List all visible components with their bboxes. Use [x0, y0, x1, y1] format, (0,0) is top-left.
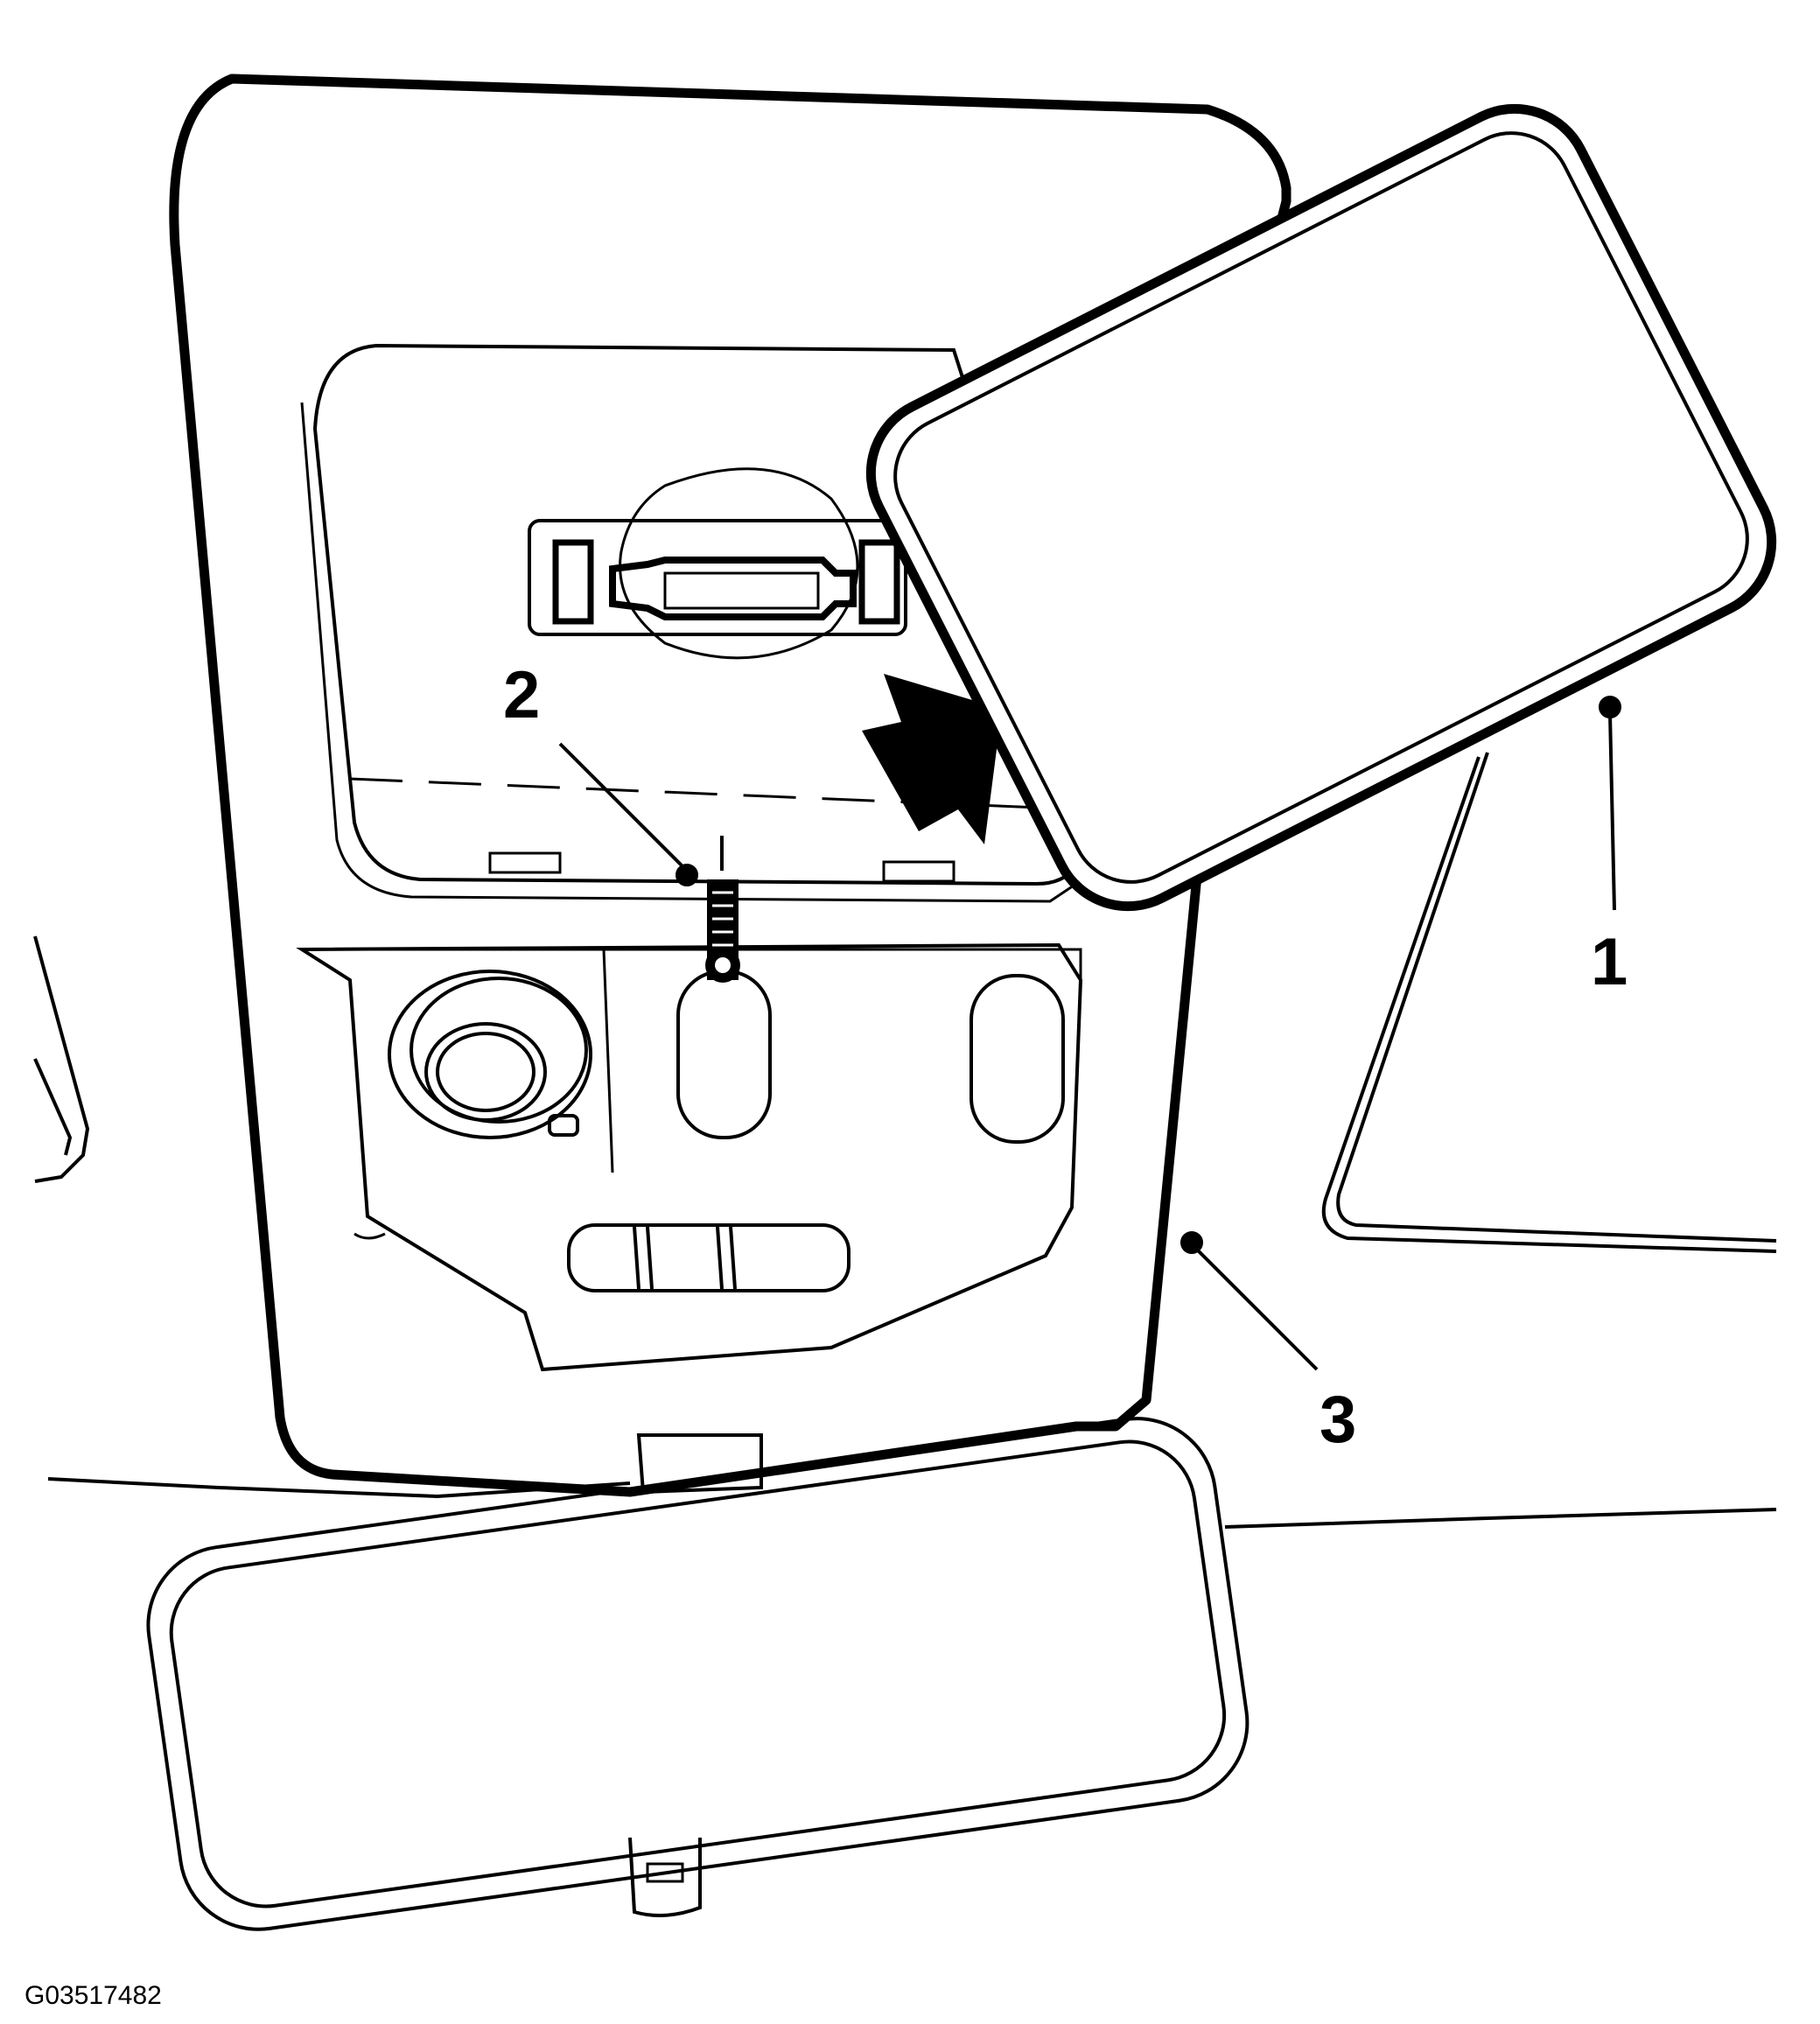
figure-id: G03517482 — [24, 1981, 162, 2010]
bulb-assembly — [528, 467, 907, 660]
windshield-left-edge — [33, 935, 90, 1183]
round-socket — [388, 970, 592, 1139]
callout-label-1: 1 — [1591, 925, 1628, 999]
leader-lines — [558, 696, 1621, 1371]
recess-clip-right — [882, 860, 956, 883]
center-slot — [676, 970, 772, 1139]
callout-dot-2 — [676, 864, 698, 886]
console-housing — [169, 74, 1292, 1497]
lamp-recess-dashed-line — [349, 777, 1082, 811]
recess-clip-left — [488, 851, 562, 874]
lamp-lens — [865, 103, 1777, 912]
retaining-screw — [705, 836, 740, 983]
callout-label-3: 3 — [1320, 1383, 1356, 1457]
headliner-lines — [47, 1477, 1777, 1529]
lower-console-panel-inner — [332, 948, 1082, 1240]
removal-arrow-icon — [862, 674, 1002, 844]
right-slot — [970, 974, 1065, 1144]
panel-divider — [602, 949, 614, 1173]
callout-dot-1 — [1599, 696, 1621, 718]
mirror-mount-tab — [636, 1433, 763, 1495]
side-window — [1321, 752, 1777, 1253]
callout-dot-3 — [1180, 1231, 1203, 1254]
callout-label-2: 2 — [503, 658, 540, 732]
lamp-recess-inner — [300, 402, 1090, 903]
switch-bank — [567, 1223, 850, 1292]
lower-console-panel — [296, 942, 1083, 1372]
rearview-mirror — [146, 1417, 1250, 1931]
